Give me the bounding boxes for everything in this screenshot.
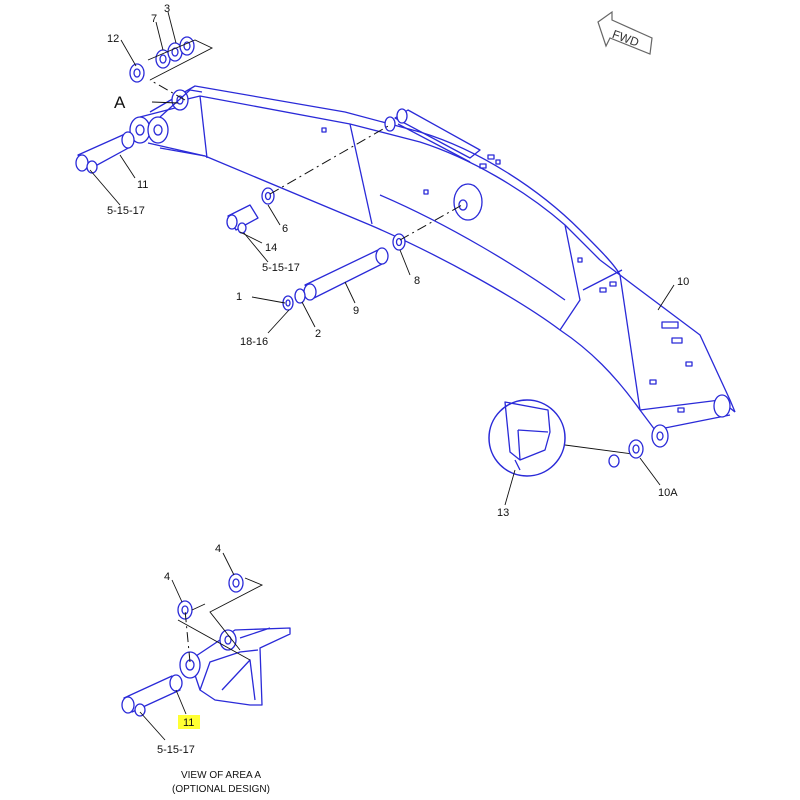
pin-11 <box>75 131 135 174</box>
callout-8: 8 <box>414 275 420 287</box>
callout-1: 1 <box>236 291 242 303</box>
callout-9: 9 <box>353 305 359 317</box>
callout-10: 10 <box>677 276 689 288</box>
leader-13 <box>564 444 641 456</box>
callout-12: 12 <box>107 33 119 45</box>
callout-7: 7 <box>151 13 157 25</box>
fwd-label: FWD <box>610 27 641 50</box>
callout-5-15-17-b: 5-15-17 <box>262 262 300 274</box>
callout-6: 6 <box>282 223 288 235</box>
highlight-marker <box>178 715 200 729</box>
area-a-label: A <box>114 93 126 112</box>
callout-10a: 10A <box>658 487 678 499</box>
detail-callout-4b: 4 <box>215 543 221 555</box>
caption-line-2: (OPTIONAL DESIGN) <box>172 784 270 795</box>
pin-14 <box>226 187 275 234</box>
pin-9 <box>282 233 406 311</box>
callout-18-16: 18-16 <box>240 336 268 348</box>
bushing-10a <box>608 439 644 468</box>
callout-13: 13 <box>497 507 509 519</box>
callout-11: 11 <box>137 179 148 191</box>
callout-5-15-17: 5-15-17 <box>107 205 145 217</box>
centerline-6 <box>269 124 391 195</box>
detail-callout-5-15-17: 5-15-17 <box>157 744 195 756</box>
detail-callout-11: 11 <box>183 717 194 729</box>
washers-12-7-3 <box>129 36 214 83</box>
detail-circle-13 <box>488 399 566 477</box>
callout-14: 14 <box>265 242 277 254</box>
centerline-12 <box>149 79 186 101</box>
callout-2: 2 <box>315 328 321 340</box>
centerline-8 <box>399 204 463 241</box>
fwd-arrow-icon: FWD <box>597 10 653 55</box>
boom <box>129 85 736 448</box>
callout-3: 3 <box>164 3 170 15</box>
caption-line-1: VIEW OF AREA A <box>181 770 261 781</box>
main-leaders <box>89 11 675 506</box>
detail-view <box>121 552 291 741</box>
detail-callout-4a: 4 <box>164 571 170 583</box>
